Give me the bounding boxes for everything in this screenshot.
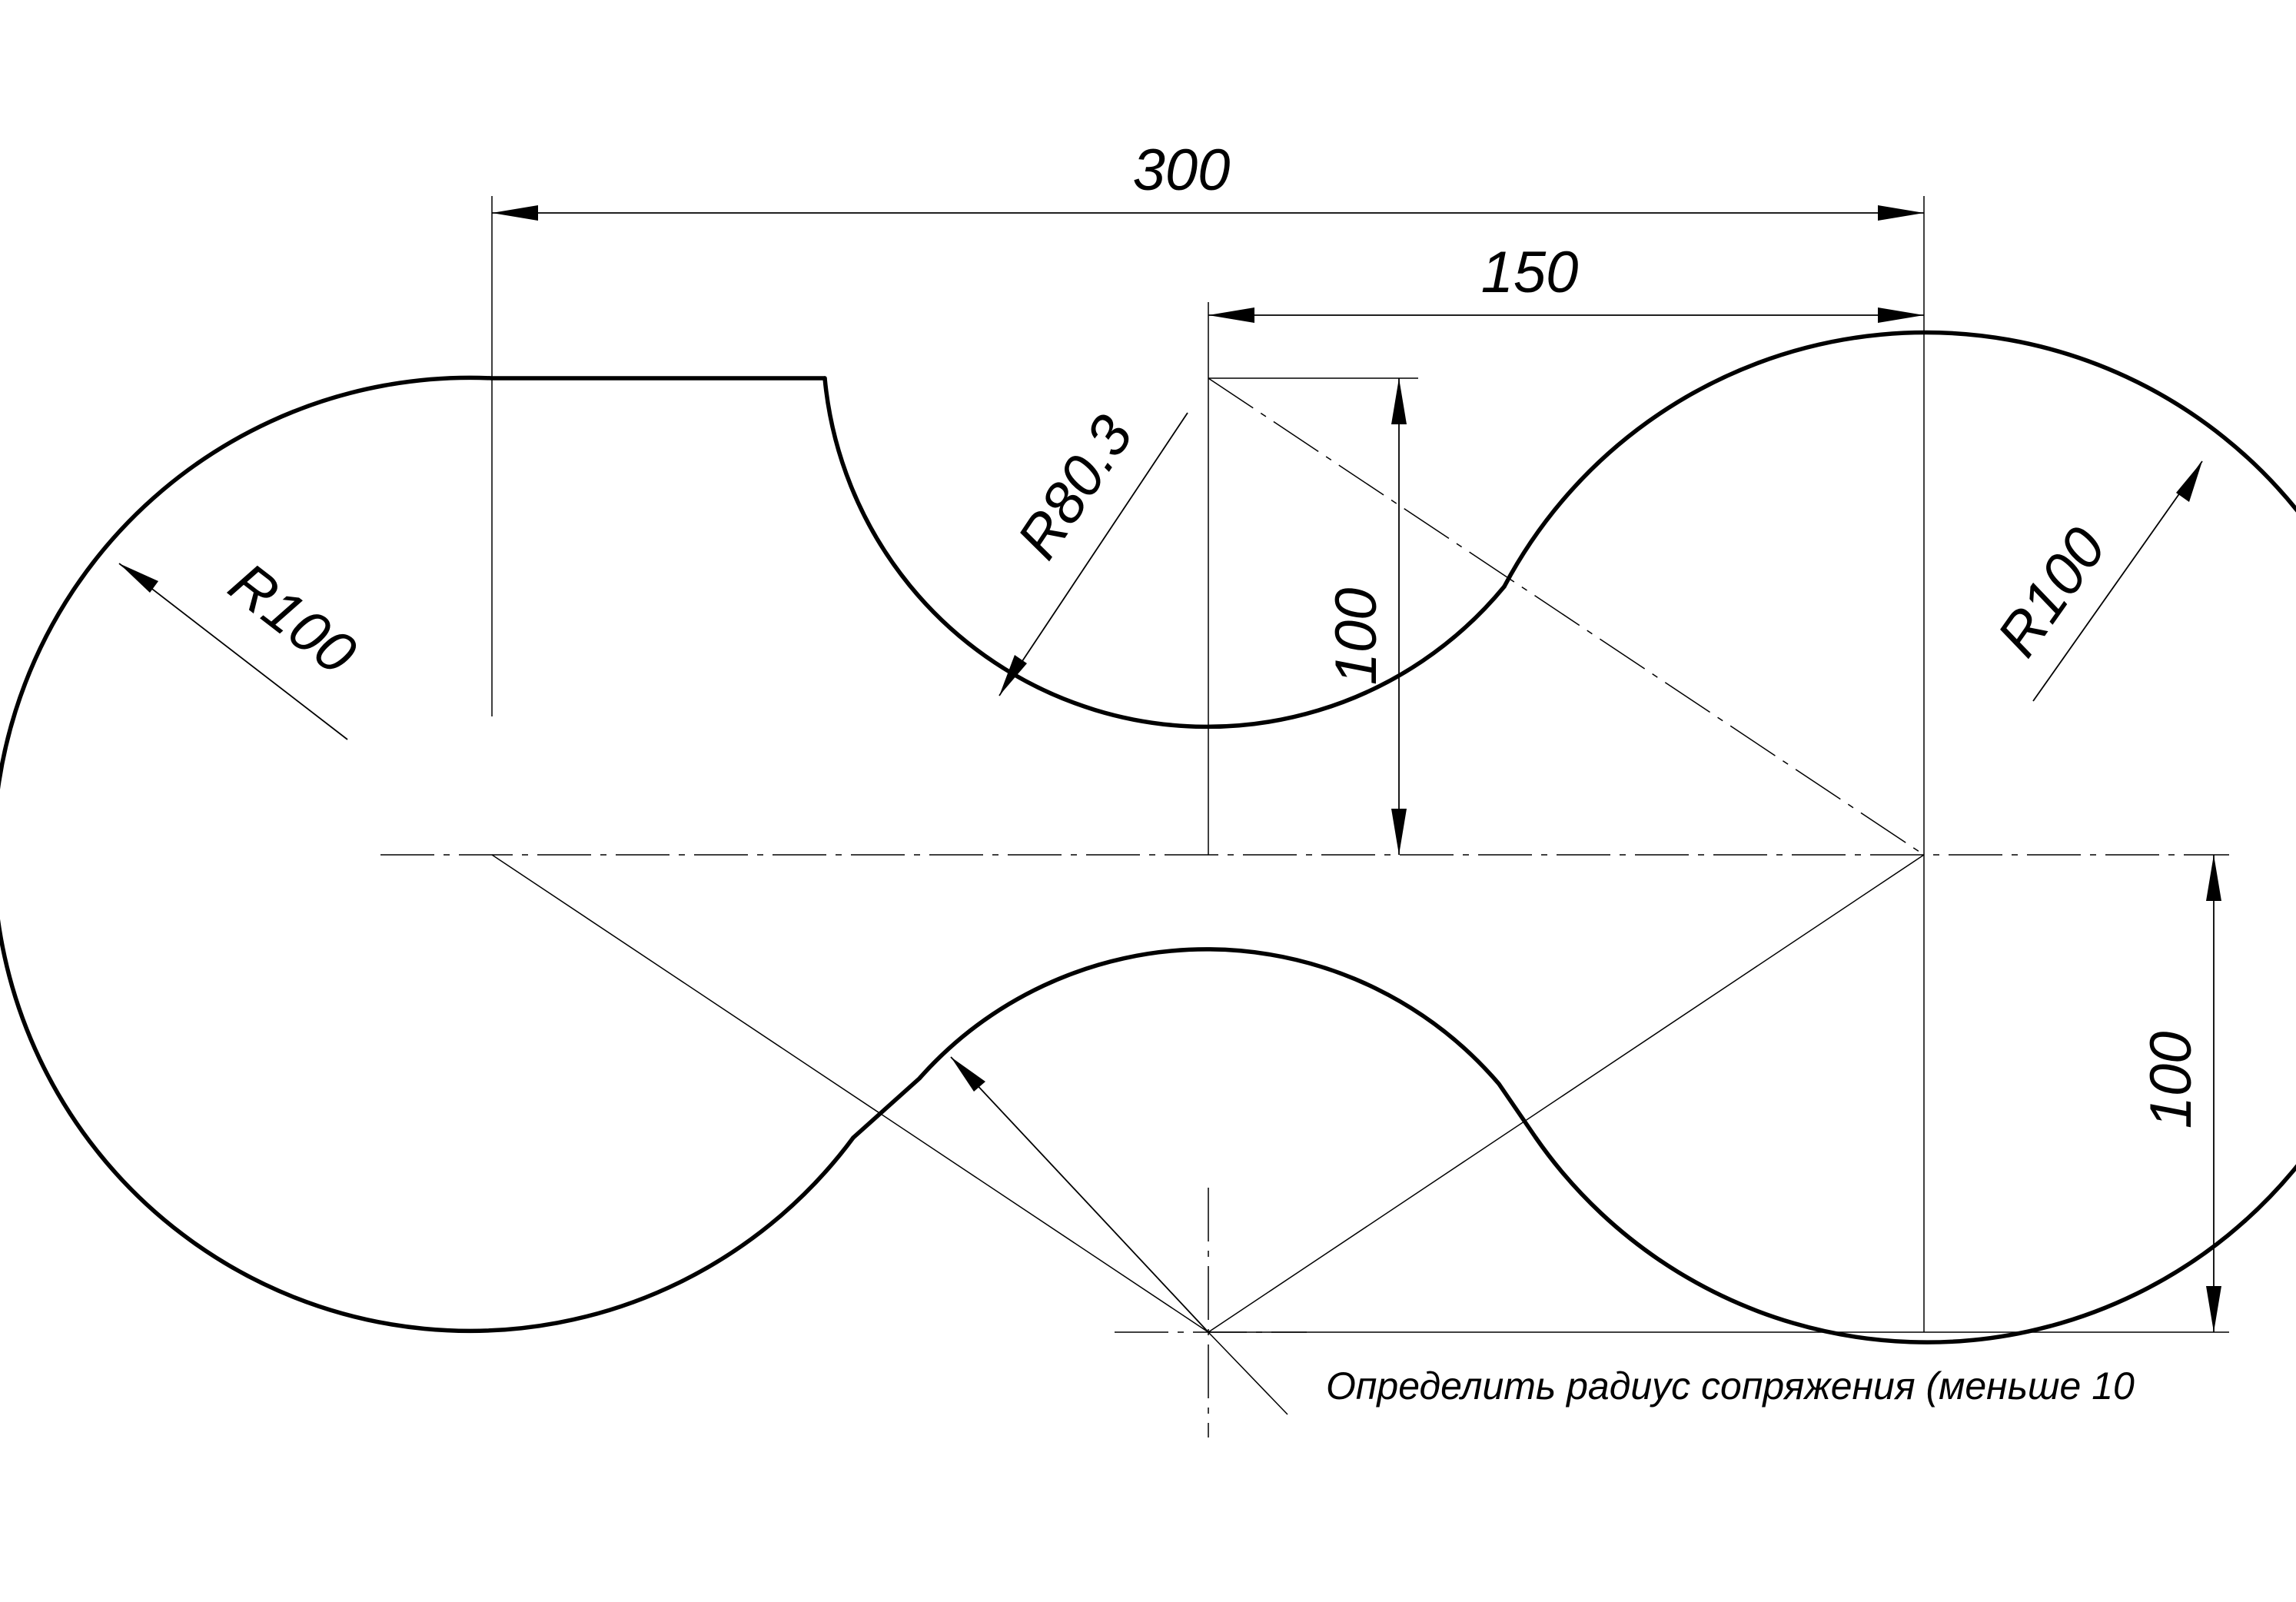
center-lines <box>380 377 2229 1437</box>
arrow-300-right <box>1878 205 1924 221</box>
dim-text-100-lower: 100 <box>2138 1032 2204 1129</box>
task-note: Определить радиус сопряжения (меньше 10 <box>1326 1364 2135 1408</box>
dim-text-150: 150 <box>1481 240 1579 305</box>
arrow-r80-3 <box>999 655 1027 696</box>
left-circle-arc <box>0 375 856 1334</box>
arrow-r100-left <box>119 563 158 593</box>
construction-line-tail <box>1208 1331 1288 1415</box>
arrow-100-lower-top <box>2206 855 2221 901</box>
dim-text-r100-right: R100 <box>1985 517 2118 668</box>
arrow-r100-right <box>2176 461 2202 502</box>
construction-line-right <box>1208 854 1925 1333</box>
construction-line-left <box>491 854 1209 1333</box>
part-outline <box>0 330 2296 1344</box>
right-circle-arc <box>1502 330 2296 589</box>
dimension-lines <box>118 205 2221 1333</box>
upper-fillet-center-diagonal <box>1208 377 1925 856</box>
right-circle-lower-arc <box>1533 1135 2296 1344</box>
leader-r100-left <box>118 563 348 740</box>
leader-r100-right <box>2032 460 2203 702</box>
dim-text-r100-left: R100 <box>218 550 368 687</box>
arrow-300-left <box>492 205 538 221</box>
leader-r80-3 <box>998 412 1188 696</box>
arrow-100-lower-bottom <box>2206 1286 2221 1332</box>
arrow-lower-fillet <box>951 1057 985 1092</box>
extension-lines <box>491 196 2229 1333</box>
construction-lines <box>491 854 1925 1415</box>
dim-text-300: 300 <box>1133 138 1231 203</box>
upper-fillet-arc <box>822 376 1507 730</box>
lower-fillet-arc <box>851 947 1538 1140</box>
dim-text-r80-3: R80.3 <box>1005 404 1145 570</box>
leader-lower-fillet <box>950 1056 1209 1333</box>
dimension-texts: 300 150 100 100 R100 R80.3 R100 <box>218 138 2204 1128</box>
arrow-100-upper-bottom <box>1391 809 1407 855</box>
arrow-100-upper-top <box>1391 378 1407 424</box>
arrow-150-right <box>1878 307 1924 323</box>
arrow-150-left <box>1208 307 1254 323</box>
dim-text-100-upper: 100 <box>1324 588 1389 686</box>
